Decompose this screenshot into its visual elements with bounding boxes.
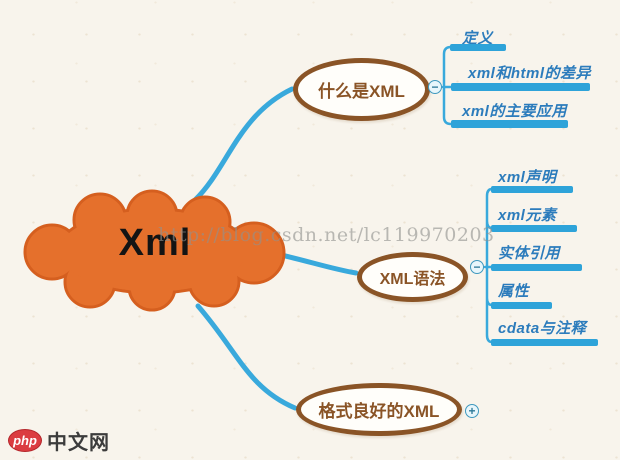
- child-underline: [450, 44, 506, 51]
- child-topic-attributes[interactable]: 属性: [498, 283, 530, 300]
- child-topic-xml-declaration[interactable]: xml声明: [498, 169, 557, 186]
- child-topic-xml-html-diff[interactable]: xml和html的差异: [468, 65, 592, 82]
- branch-label: XML语法: [379, 271, 446, 288]
- branch-label: 格式良好的XML: [318, 402, 440, 421]
- child-topic-cdata-comments[interactable]: cdata与注释: [498, 320, 587, 337]
- child-underline: [491, 302, 552, 309]
- branch-label: 什么是XML: [318, 82, 405, 101]
- child-topic-xml-elements[interactable]: xml元素: [498, 207, 557, 224]
- site-logo-text: 中文网: [47, 432, 110, 454]
- curve-root-to-branch2: [278, 252, 359, 276]
- child-underline: [451, 120, 568, 128]
- collapse-toggle-branch2[interactable]: −: [470, 260, 484, 274]
- curve-root-to-branch1: [192, 86, 295, 203]
- php-logo-badge: php: [8, 429, 42, 452]
- branch-node-what-is-xml[interactable]: 什么是XML: [293, 58, 430, 121]
- site-logo: php 中文网: [8, 426, 110, 455]
- child-underline: [451, 83, 590, 91]
- curve-root-to-branch3: [195, 303, 298, 411]
- child-underline: [491, 225, 577, 232]
- child-topic-definition[interactable]: 定义: [462, 30, 494, 47]
- root-topic-label[interactable]: Xml: [118, 222, 192, 264]
- child-topic-xml-main-uses[interactable]: xml的主要应用: [462, 103, 567, 120]
- child-underline: [491, 339, 598, 346]
- collapse-toggle-branch1[interactable]: −: [428, 80, 442, 94]
- expand-toggle-branch3[interactable]: +: [465, 404, 479, 418]
- cloud-shape-fill: [26, 192, 283, 309]
- child-underline: [491, 186, 573, 193]
- child-underline: [491, 264, 582, 271]
- child-topic-entity-references[interactable]: 实体引用: [498, 245, 561, 262]
- branch-node-well-formed-xml[interactable]: 格式良好的XML: [296, 383, 462, 436]
- branch-node-xml-syntax[interactable]: XML语法: [357, 252, 468, 302]
- bracket-branch2: [483, 187, 495, 344]
